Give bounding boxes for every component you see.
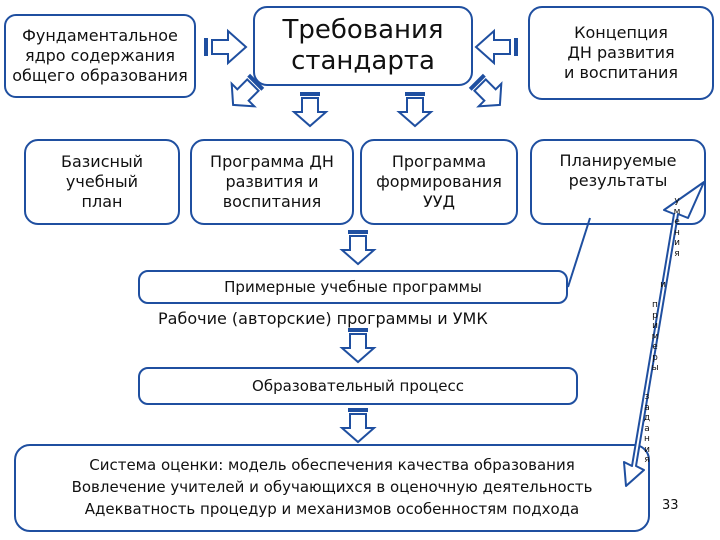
vertical-label-tasks: з а д а н и я [643, 392, 651, 465]
development-concept-box: Концепция ДН развития и воспитания [528, 6, 714, 100]
dn-program-text: Программа ДН развития и воспитания [210, 152, 334, 211]
planned-results-text: Планируемые результаты [559, 151, 677, 190]
basic-curriculum-text: Базисный учебный план [61, 152, 143, 211]
working-programs-text: Рабочие (авторские) программы и УМК [158, 309, 488, 328]
page-number: 33 [662, 498, 679, 513]
standard-requirements-box: Требования стандарта [253, 6, 473, 86]
educational-process-bar: Образовательный процесс [138, 367, 578, 405]
arrow-left-icon [474, 28, 518, 66]
development-concept-text: Концепция ДН развития и воспитания [564, 23, 678, 82]
arrow-down-icon [341, 229, 375, 265]
arrow-diagonal-down-left-icon [220, 68, 270, 118]
double-arrow-icon [623, 181, 705, 487]
arrow-diagonal-down-right-icon [463, 68, 513, 118]
arrow-down-icon [341, 327, 375, 363]
vertical-label-and: и [660, 280, 666, 290]
basic-curriculum-box: Базисный учебный план [24, 139, 180, 225]
arrow-down-icon [341, 407, 375, 443]
arrow-down-icon [398, 91, 432, 127]
planned-results-box: Планируемые результаты [530, 139, 706, 225]
vertical-label-examples: п р и м е р ы [651, 300, 659, 373]
sample-programs-text: Примерные учебные программы [224, 277, 482, 296]
arrow-right-icon [204, 28, 248, 66]
fundamental-core-text: Фундаментальное ядро содержания общего о… [12, 26, 188, 85]
assessment-system-text: Система оценки: модель обеспечения качес… [71, 456, 593, 518]
standard-requirements-text: Требования стандарта [282, 14, 444, 76]
fundamental-core-box: Фундаментальное ядро содержания общего о… [4, 14, 196, 98]
arrow-down-icon [293, 91, 327, 127]
educational-process-text: Образовательный процесс [252, 376, 464, 395]
connector-line [567, 217, 591, 288]
uud-program-text: Программа формирования УУД [376, 152, 502, 211]
dn-program-box: Программа ДН развития и воспитания [190, 139, 354, 225]
uud-program-box: Программа формирования УУД [360, 139, 518, 225]
vertical-label-skills: у м е н и я [673, 196, 681, 259]
sample-programs-bar: Примерные учебные программы [138, 270, 568, 304]
assessment-system-box: Система оценки: модель обеспечения качес… [14, 444, 650, 532]
